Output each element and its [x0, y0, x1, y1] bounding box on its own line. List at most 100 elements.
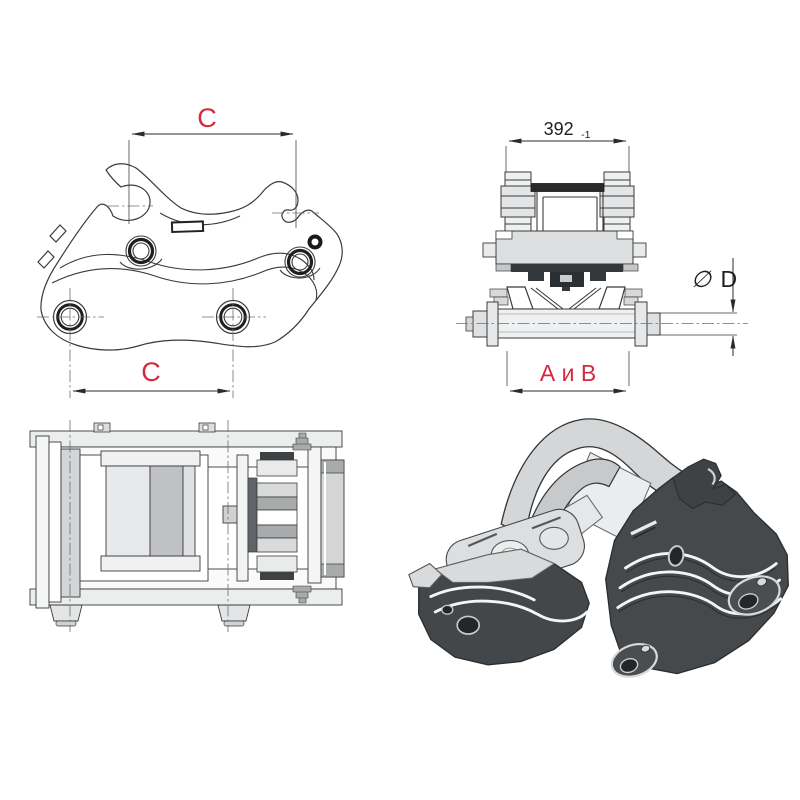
small-pin-ring — [307, 234, 323, 250]
boss-rib-lines — [501, 179, 634, 225]
plate-ear-right — [632, 242, 647, 258]
mech-tooth-l — [528, 272, 544, 281]
latch-slab — [256, 496, 298, 511]
cylinder-body-light — [105, 465, 151, 557]
latch-slab — [256, 537, 298, 553]
left-flange-assembly — [35, 435, 81, 609]
centerlines — [37, 205, 319, 398]
boss-bore — [291, 253, 309, 271]
flange-web — [48, 441, 62, 603]
flange-column — [60, 448, 81, 598]
dimension-label-c-top: C — [197, 103, 217, 133]
top-boss-left-band — [500, 185, 536, 218]
extension-lines-top — [128, 140, 297, 228]
boss-ring — [127, 237, 155, 265]
mech-crevices — [467, 516, 561, 548]
leg-step-r1 — [624, 288, 643, 298]
plate-ear-left — [482, 242, 497, 258]
latch-slab — [256, 509, 298, 526]
diameter-letter: D — [721, 266, 738, 292]
latch-cap-top — [260, 452, 294, 460]
latch-rail-left — [236, 454, 249, 582]
mid-boss-left — [125, 235, 157, 267]
boss-pin — [640, 644, 651, 653]
cylinder-flange-top — [100, 450, 201, 467]
far-plate-outer — [29, 588, 343, 606]
leg-step-l2 — [493, 296, 509, 306]
pin-stub-right — [646, 312, 661, 336]
base-top-face — [434, 548, 555, 583]
boss-bore — [132, 242, 150, 260]
boss-hole — [619, 658, 639, 674]
plate-step-right — [616, 230, 634, 240]
pin-cap-left — [472, 310, 488, 338]
base-groove-wave-2 — [429, 585, 536, 602]
foot — [49, 604, 83, 622]
mech-step-r — [622, 263, 639, 272]
leg-left — [506, 286, 534, 310]
bottom-feet — [49, 604, 251, 627]
width-tolerance: -1 — [581, 129, 590, 141]
pin-stub-left — [465, 316, 474, 332]
main-plate — [495, 230, 634, 265]
flange-plate — [35, 435, 50, 609]
extension-lines-span — [506, 351, 630, 386]
plate-slot — [632, 526, 656, 539]
frame-lines — [536, 192, 604, 231]
boss-pin — [756, 577, 767, 587]
base-groove-wave — [433, 599, 589, 623]
top-boss-right-band — [599, 185, 635, 218]
mech-tooth-r — [590, 272, 606, 281]
cylinder-flange-bottom — [100, 555, 201, 572]
boss-ring — [286, 248, 314, 276]
tab-hole — [97, 424, 104, 431]
cylinder-assembly — [100, 450, 201, 572]
dimension-label-span: А и В — [540, 360, 596, 386]
latch-rail-right — [307, 446, 322, 584]
side-view-drawing: C C — [37, 103, 343, 398]
leg-step-r2 — [623, 296, 639, 306]
dimension-label-diameter: ∅ D — [691, 266, 737, 292]
end-plate-cap-top — [320, 459, 345, 474]
boss-outer-circle — [284, 246, 316, 278]
front-view-drawing: 392 -1 — [456, 119, 748, 394]
latch-slab — [256, 459, 298, 477]
mech-latch-face — [560, 275, 572, 282]
cylinder-body-end — [182, 465, 196, 557]
latch-slab — [256, 555, 298, 573]
leg-braces — [530, 287, 602, 310]
boss-hole — [738, 593, 759, 610]
latch-steps-bottom — [292, 585, 312, 604]
mech-nub — [562, 287, 570, 291]
mid-boss-right — [284, 246, 316, 278]
mech-step-l — [495, 263, 512, 272]
end-plate-cap-bottom — [320, 563, 345, 578]
edge-tabs — [37, 224, 67, 269]
dimension-label-c-bottom: C — [141, 357, 161, 387]
width-value: 392 — [544, 119, 574, 139]
extension-lines-diameter — [655, 312, 737, 336]
latch-steps-top — [292, 432, 312, 451]
base-hole — [456, 615, 481, 635]
foot-pad — [55, 620, 77, 627]
top-tabs — [93, 422, 216, 433]
latch-cap-bottom — [260, 572, 294, 580]
plate-step-left — [495, 230, 513, 240]
leg-right — [598, 286, 626, 310]
right-end-plate — [320, 459, 345, 578]
mech-cylinder-2 — [539, 526, 569, 550]
hook-claw-dark — [672, 458, 737, 510]
foot — [217, 604, 251, 622]
upper-hole — [667, 545, 685, 567]
plate-slot-highlight — [630, 520, 658, 536]
latch-slab — [256, 482, 298, 498]
groove-wave — [624, 552, 778, 579]
lock-slot — [170, 220, 205, 234]
tab-hole — [202, 424, 209, 431]
plan-view-drawing — [29, 420, 345, 632]
plan-centerlines — [69, 420, 229, 632]
foot-pad — [223, 620, 245, 627]
mech-band — [511, 264, 623, 272]
